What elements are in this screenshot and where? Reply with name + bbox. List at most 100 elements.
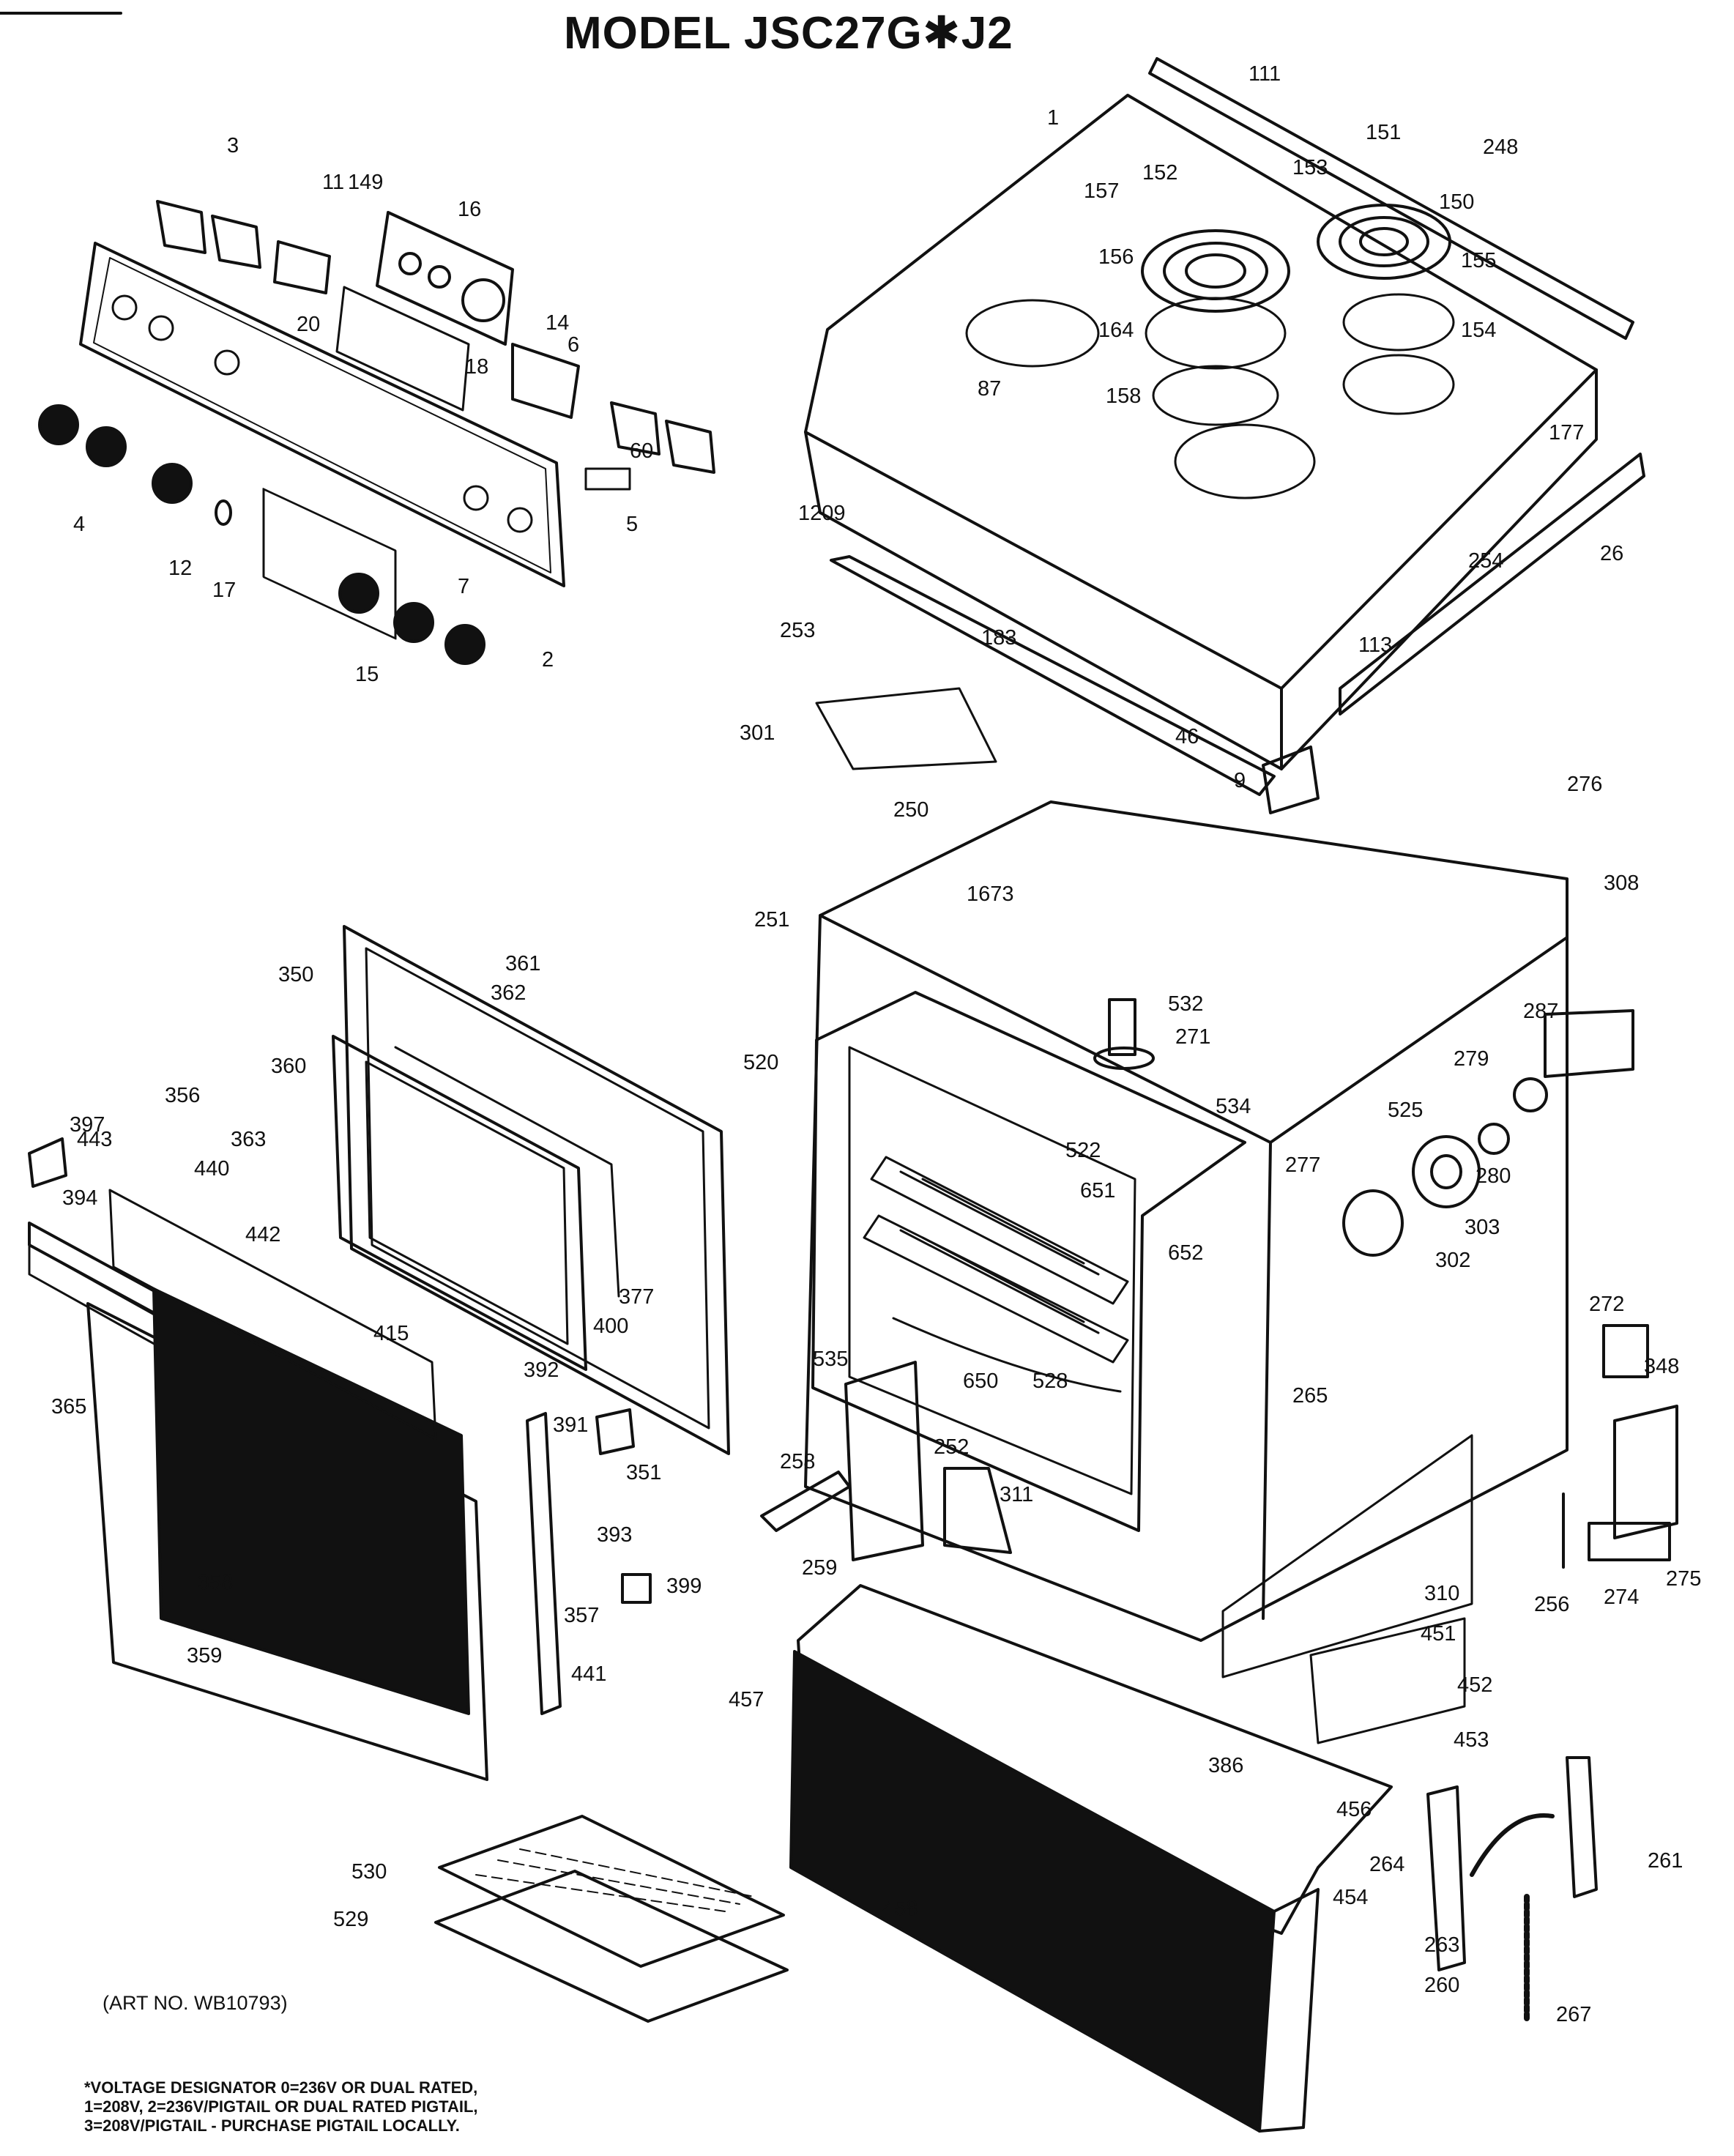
hinge-bracket-shape [595, 1408, 635, 1455]
indicator-light-shape [273, 240, 331, 294]
bake-element-shape [892, 1317, 1122, 1393]
cooktop-front-lip [804, 431, 1283, 770]
callout-door-outer-panel: 359 [187, 1644, 222, 1668]
callout-broiler-pan-grid: 530 [351, 1860, 387, 1884]
callout-pin: 363 [231, 1128, 266, 1151]
panel-knob-holes [111, 294, 533, 533]
callout-bracket: 308 [1604, 871, 1639, 895]
callout-latch: 392 [524, 1358, 559, 1382]
callout-back-panel: 276 [1567, 773, 1602, 796]
callout-bracket: 440 [194, 1157, 229, 1181]
oven-body-group [760, 800, 1678, 1679]
callout-bracket: 177 [1549, 421, 1584, 445]
infinite-switches-left [156, 200, 261, 269]
range-body-shape [804, 800, 1569, 1642]
cooktop-side-lip [1280, 368, 1598, 770]
callout-gasket: 302 [1435, 1249, 1470, 1272]
callout-bumper: 1673 [967, 882, 1014, 906]
callout-screw: 151 [1366, 121, 1401, 144]
leveling-bracket-shape [760, 1471, 851, 1532]
block-399-shape [621, 1573, 652, 1604]
panel-window [262, 488, 397, 640]
callout-screw: 456 [1336, 1798, 1372, 1821]
callout-latch-bracket: 393 [597, 1523, 632, 1547]
callout-drawer-glide: 451 [1421, 1622, 1456, 1646]
door-trim-415-shape [108, 1189, 437, 1441]
bracket-252-shape [844, 1361, 924, 1561]
callout-bracket: 183 [981, 626, 1016, 650]
callout-label: 60 [630, 439, 653, 463]
callout-terminal-block: 150 [1439, 190, 1474, 214]
callout-bake-element: 535 [813, 1348, 848, 1371]
callout-clip: 6 [568, 333, 579, 357]
clock-timer-shape [376, 211, 514, 346]
callout-control-knob: 15 [355, 663, 379, 686]
callout-drip-bowl-large: 154 [1461, 319, 1496, 342]
callout-thermostat-bulb: 265 [1292, 1384, 1328, 1408]
callout-screw: 248 [1483, 135, 1518, 159]
callout-broil-element: 650 [963, 1369, 998, 1393]
callout-clip: 153 [1292, 156, 1328, 179]
callout-clock-timer: 16 [458, 198, 481, 221]
callout-door-hinge: 261 [1648, 1849, 1683, 1873]
oven-liner-interior [848, 1046, 1136, 1495]
callout-insulation: 301 [740, 721, 775, 745]
voltage-note: *VOLTAGE DESIGNATOR 0=236V OR DUAL RATED… [84, 2078, 478, 2135]
callout-bracket: 311 [1000, 1483, 1033, 1506]
oven-liner-shape [811, 991, 1246, 1532]
callout-surface-unit-large: 155 [1461, 249, 1496, 272]
callout-infinite-switch: 3 [227, 134, 239, 157]
callout-door-inner-panel: 350 [278, 963, 313, 986]
callout-leveling-leg-bracket: 258 [780, 1450, 815, 1473]
callout-control-knob: 12 [168, 557, 192, 580]
control-panel-inner [93, 257, 551, 573]
control-panel-shape [79, 242, 565, 587]
callout-broiler-pan: 529 [333, 1908, 368, 1931]
oven-thermostat-shape [511, 343, 580, 419]
callout-wire-harness: 5 [626, 513, 638, 536]
callout-bracket: 252 [934, 1435, 969, 1459]
callout-screw: 443 [77, 1128, 112, 1151]
vent-gasket-shape [1093, 1047, 1155, 1070]
callout-surface-unit-small: 156 [1098, 245, 1134, 269]
hinge-arm-shape [1470, 1813, 1555, 1877]
control-knobs [38, 404, 485, 665]
voltage-note-line: 1=208V, 2=236V/PIGTAIL OR DUAL RATED PIG… [84, 2097, 478, 2116]
callout-terminal-cover: 287 [1523, 1000, 1558, 1023]
door-window-frame-shape [332, 1035, 587, 1371]
callout-terminal-block: 272 [1589, 1293, 1624, 1316]
door-inner-panel-shape [343, 925, 730, 1455]
hinge-261-shape [1566, 1756, 1598, 1898]
broiler-pan-grid-shape [438, 1815, 785, 1968]
callout-trim: 386 [1208, 1754, 1243, 1777]
callout-clip: 113 [1358, 633, 1392, 657]
callout-bumper: 1209 [798, 502, 846, 525]
oven-racks [863, 1156, 1129, 1364]
callout-washer: 362 [491, 981, 526, 1005]
range-front-frame [819, 914, 1569, 1620]
callout-screw: 442 [245, 1223, 280, 1246]
side-trim-26-shape [1339, 453, 1645, 715]
callout-door-handle-end: 397 [70, 1113, 105, 1137]
callout-clip: 149 [348, 171, 383, 194]
callout-door-trim: 415 [373, 1322, 409, 1345]
callout-gasket: 271 [1175, 1025, 1210, 1049]
callout-hinge-bracket: 351 [626, 1461, 661, 1484]
drawer-glide-shape [1309, 1617, 1466, 1744]
infinite-switches-right [610, 401, 715, 474]
callout-screw: 357 [564, 1604, 599, 1627]
callout-door-handle: 394 [62, 1186, 97, 1210]
cover-275-shape [1613, 1405, 1678, 1539]
callout-control-knob: 4 [73, 513, 85, 536]
callout-bracket: 274 [1604, 1586, 1639, 1609]
callout-side-panel: 9 [1234, 769, 1246, 792]
callout-cooktop-support: 253 [780, 619, 815, 642]
callout-hinge-receiver: 260 [1424, 1974, 1459, 1997]
callout-top-trim-strip: 111 [1249, 62, 1281, 86]
cooktop-shape [804, 94, 1598, 690]
callout-socket: 279 [1454, 1047, 1489, 1071]
callout-control-panel: 2 [542, 648, 554, 672]
callout-lamp-cover: 303 [1465, 1216, 1500, 1239]
